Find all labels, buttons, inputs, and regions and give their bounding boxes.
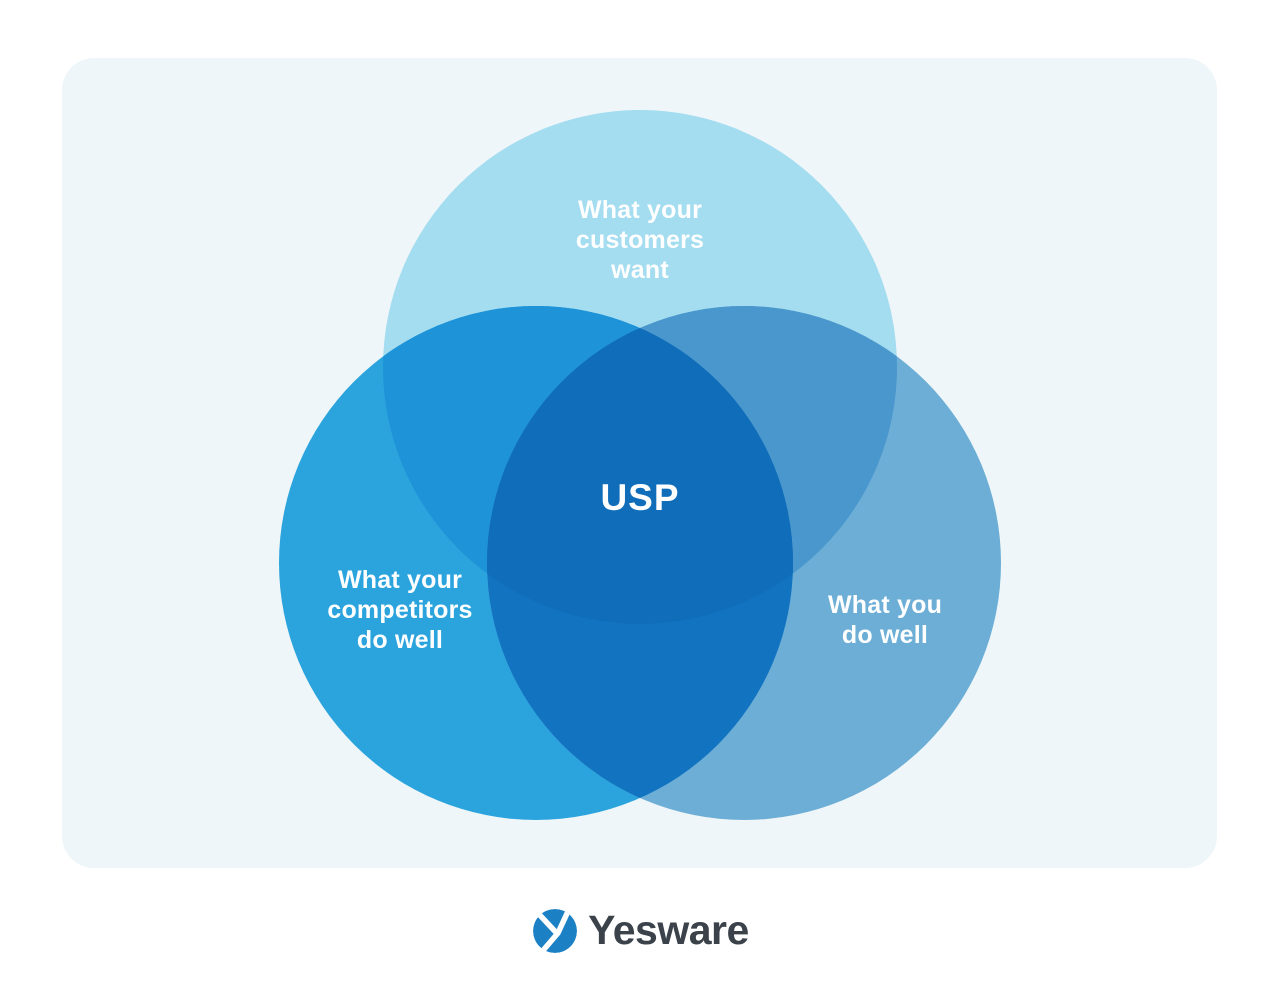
yesware-logo-icon bbox=[533, 909, 578, 953]
label-customers: What your customers want bbox=[575, 196, 705, 284]
overlap-center-usp bbox=[487, 306, 793, 624]
label-you: What you do well bbox=[827, 591, 943, 649]
brand-footer: Yesware bbox=[0, 901, 1280, 959]
label-usp: USP bbox=[600, 477, 680, 518]
label-competitors: What your competitors do well bbox=[327, 566, 473, 654]
brand-name: Yesware bbox=[588, 906, 749, 953]
venn-diagram bbox=[62, 58, 1217, 868]
